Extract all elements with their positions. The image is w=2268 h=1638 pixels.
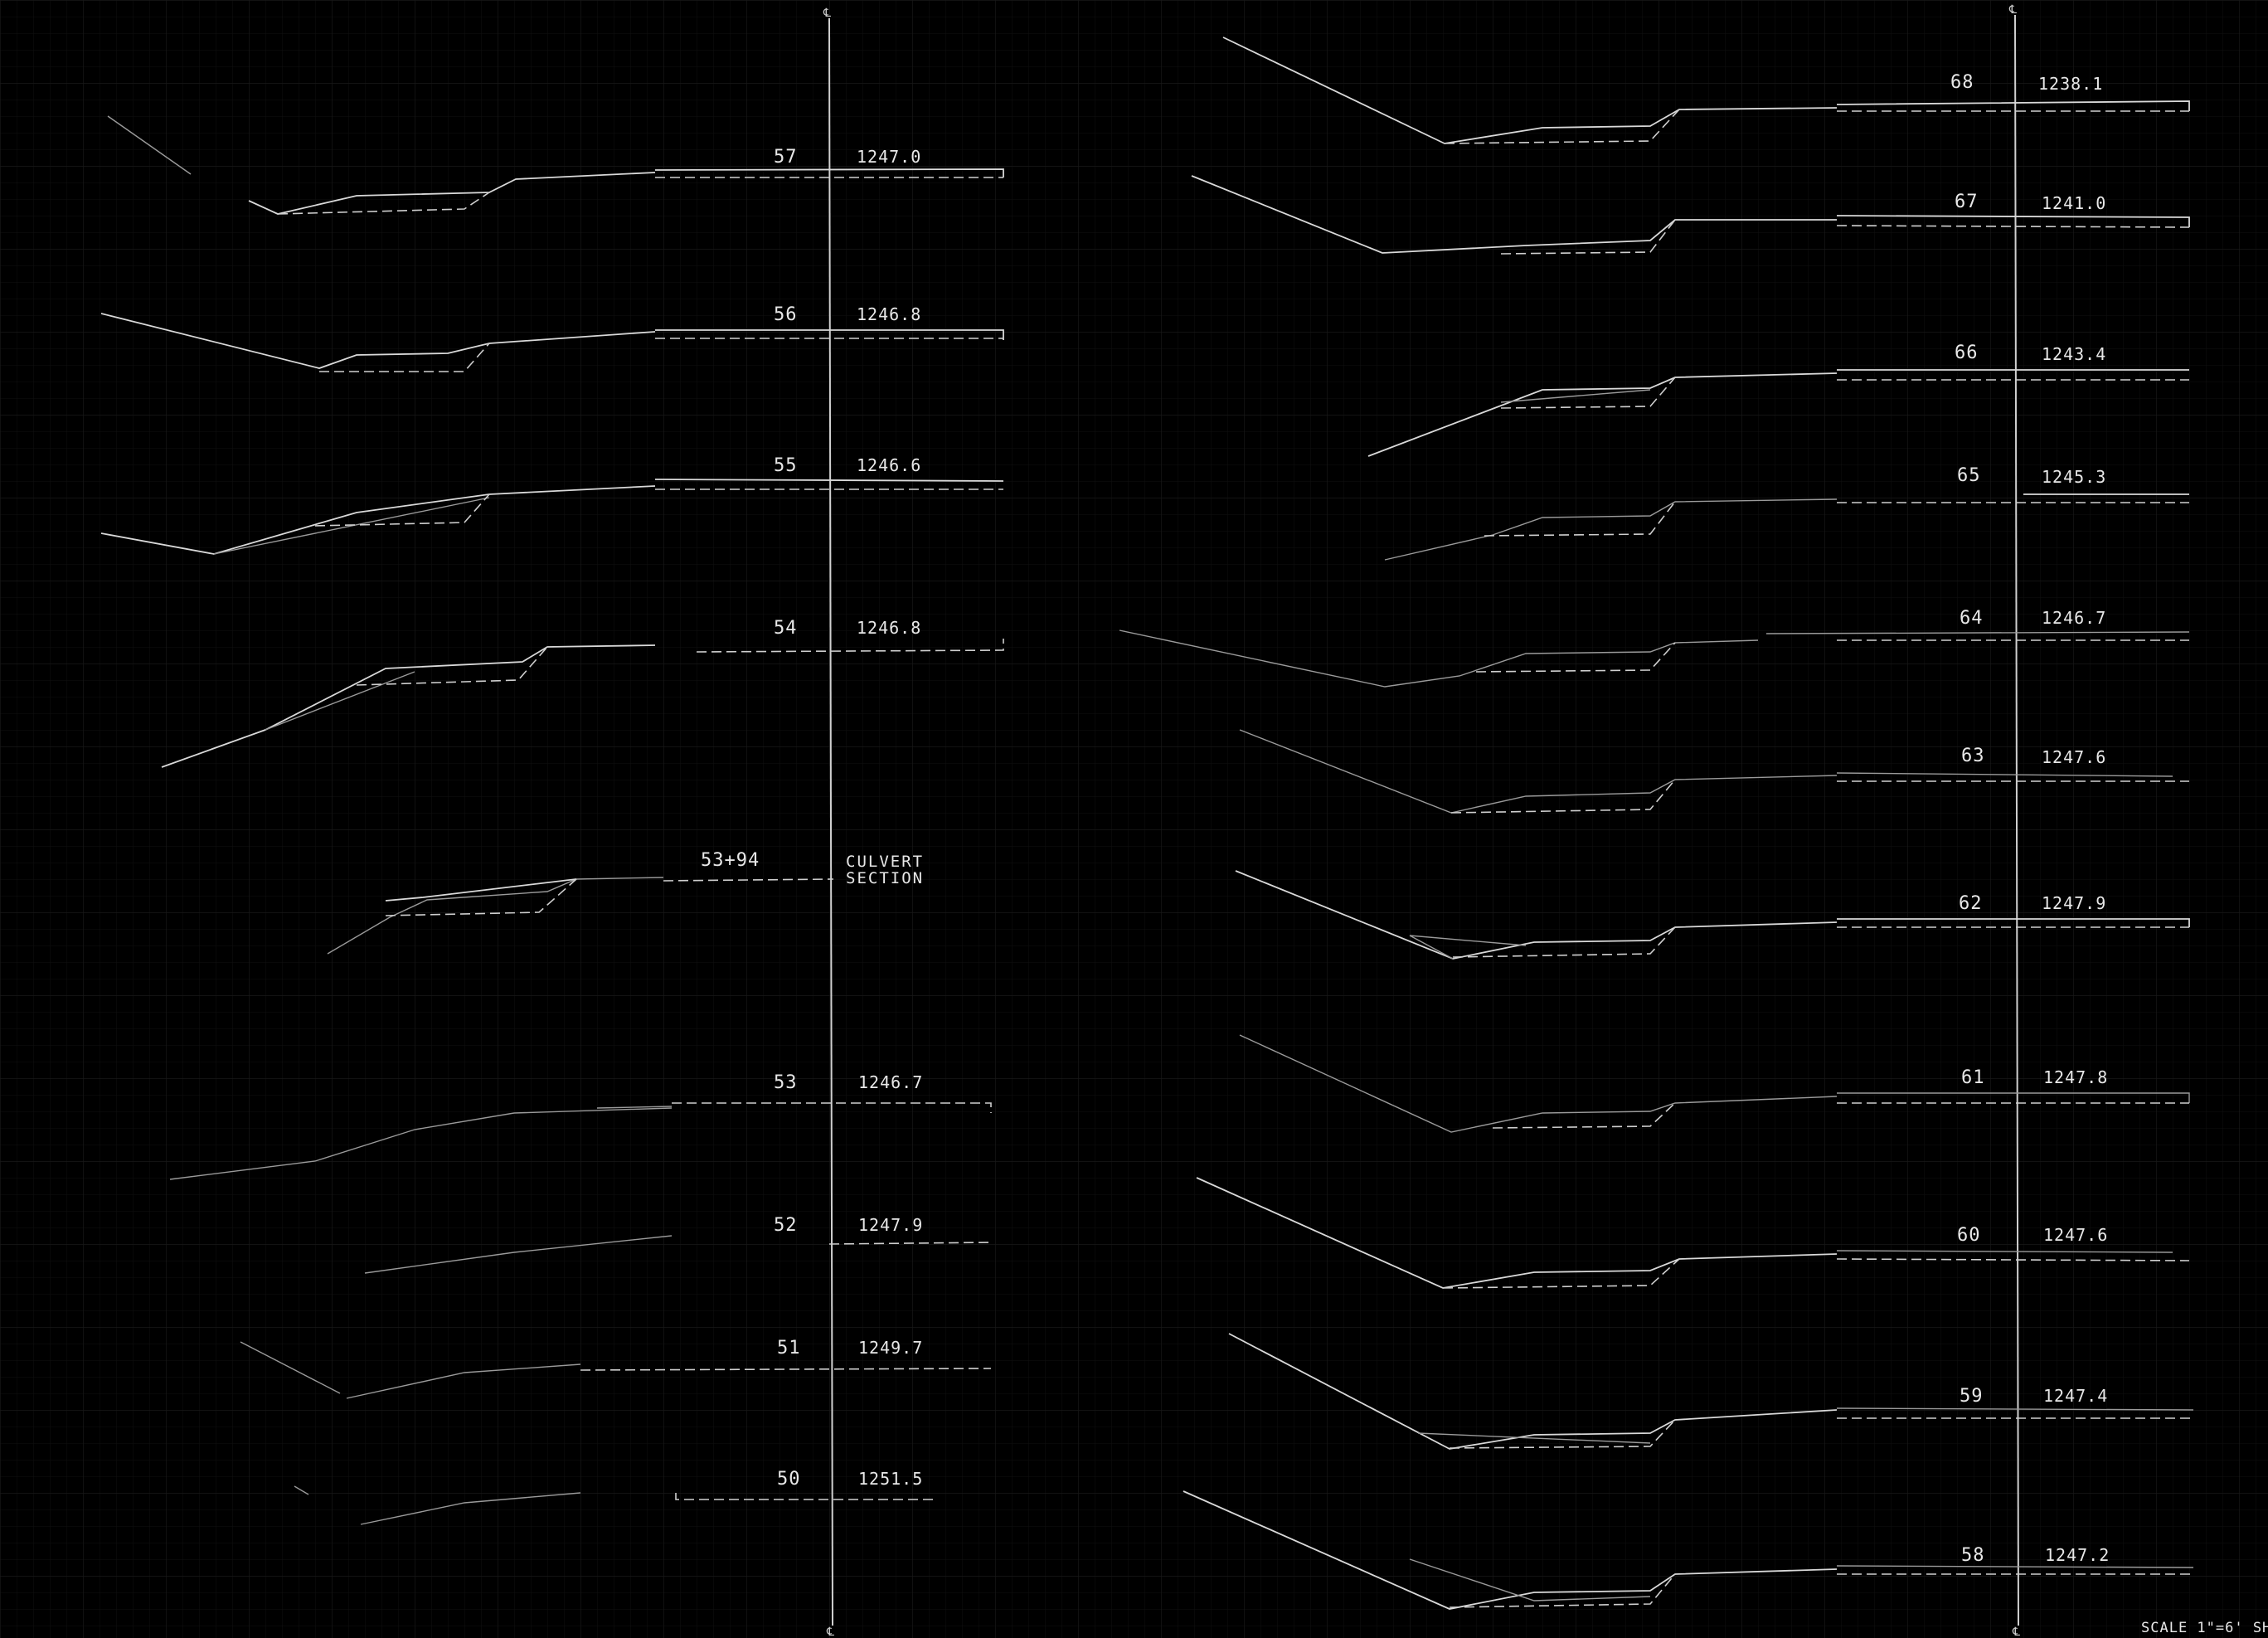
- left-centerline: ℄ ℄: [823, 7, 834, 1638]
- centerline-mark-bottom-left: ℄: [826, 1626, 834, 1638]
- centerline-mark-top-right: ℄: [2008, 3, 2017, 17]
- station-label: 67: [1955, 192, 1979, 212]
- elevation-label: 1247.9: [858, 1215, 923, 1235]
- elevation-label: 1247.6: [2043, 1225, 2108, 1245]
- station-label: 63: [1961, 746, 1985, 766]
- elevation-label: 1238.1: [2038, 74, 2103, 94]
- station-label: 64: [1960, 608, 1984, 629]
- station-label: 66: [1955, 343, 1979, 363]
- elevation-label: 1246.8: [857, 304, 921, 324]
- section-52: 52 1247.9: [364, 1215, 992, 1274]
- station-label: 57: [774, 147, 798, 168]
- section-60: 60 1247.6: [1196, 1177, 2190, 1289]
- section-66: 66 1243.4: [1367, 343, 2189, 457]
- elevation-label: 1247.9: [2042, 893, 2106, 913]
- centerline-mark-top-left: ℄: [823, 7, 831, 20]
- centerline-mark-bottom-right: ℄: [2012, 1626, 2020, 1638]
- elevation-label: 1247.6: [2042, 747, 2106, 767]
- station-label: 52: [774, 1215, 798, 1236]
- station-label: 65: [1957, 465, 1981, 486]
- station-label: 53+94: [701, 850, 760, 871]
- section-51: 51 1249.7: [240, 1338, 992, 1399]
- station-label: 58: [1961, 1545, 1985, 1566]
- section-50: 50 1251.5: [294, 1469, 933, 1525]
- section-58: 58 1247.2: [1183, 1490, 2194, 1610]
- elevation-label: 1247.4: [2043, 1386, 2108, 1406]
- station-label: 51: [777, 1338, 801, 1359]
- section-67: 67 1241.0: [1191, 175, 2190, 255]
- culvert-note-line1: CULVERT: [846, 853, 924, 871]
- elevation-label: 1243.4: [2042, 344, 2106, 364]
- station-label: 62: [1959, 893, 1983, 914]
- elevation-label: 1247.0: [857, 147, 921, 167]
- elevation-label: 1246.7: [2042, 608, 2106, 628]
- station-label: 60: [1957, 1225, 1981, 1246]
- elevation-label: 1247.8: [2043, 1067, 2108, 1087]
- station-label: 68: [1950, 72, 1974, 93]
- elevation-label: 1246.7: [858, 1072, 923, 1092]
- section-65: 65 1245.3: [1384, 465, 2189, 561]
- section-55: 55 1246.6: [100, 455, 1004, 555]
- scale-note: SCALE 1"=6' SHEE: [2141, 1620, 2268, 1636]
- section-54: 54 1246.8: [161, 618, 1004, 768]
- section-63: 63 1247.6: [1239, 729, 2189, 814]
- section-61: 61 1247.8: [1239, 1034, 2190, 1133]
- station-label: 50: [777, 1469, 801, 1490]
- elevation-label: 1241.0: [2042, 193, 2106, 213]
- section-59: 59 1247.4: [1228, 1333, 2194, 1450]
- station-label: 53: [774, 1072, 798, 1093]
- station-label: 54: [774, 618, 798, 639]
- station-label: 59: [1960, 1386, 1984, 1407]
- culvert-note-line2: SECTION: [846, 869, 924, 887]
- station-label: 55: [774, 455, 798, 476]
- elevation-label: 1247.2: [2045, 1545, 2110, 1565]
- section-64: 64 1246.7: [1119, 608, 2190, 688]
- elevation-label: 1251.5: [858, 1469, 923, 1489]
- station-label: 56: [774, 304, 798, 325]
- elevation-label: 1246.8: [857, 618, 921, 638]
- station-label: 61: [1961, 1067, 1985, 1088]
- left-sections: 57 1247.0 56 1246.8 55 1246.6: [100, 115, 1004, 1525]
- section-68: 68 1238.1: [1222, 36, 2190, 144]
- elevation-label: 1246.6: [857, 455, 921, 475]
- right-sections: 68 1238.1 67 1241.0 66 1243.4: [1119, 36, 2194, 1610]
- section-53: 53 1246.7: [169, 1072, 992, 1180]
- section-53-94-culvert: 53+94 CULVERT SECTION: [327, 850, 924, 955]
- elevation-label: 1245.3: [2042, 467, 2106, 487]
- right-centerline: ℄ ℄: [2008, 3, 2020, 1638]
- elevation-label: 1249.7: [858, 1338, 923, 1358]
- section-57: 57 1247.0: [107, 115, 1004, 215]
- section-56: 56 1246.8: [100, 304, 1004, 372]
- section-62: 62 1247.9: [1235, 870, 2190, 960]
